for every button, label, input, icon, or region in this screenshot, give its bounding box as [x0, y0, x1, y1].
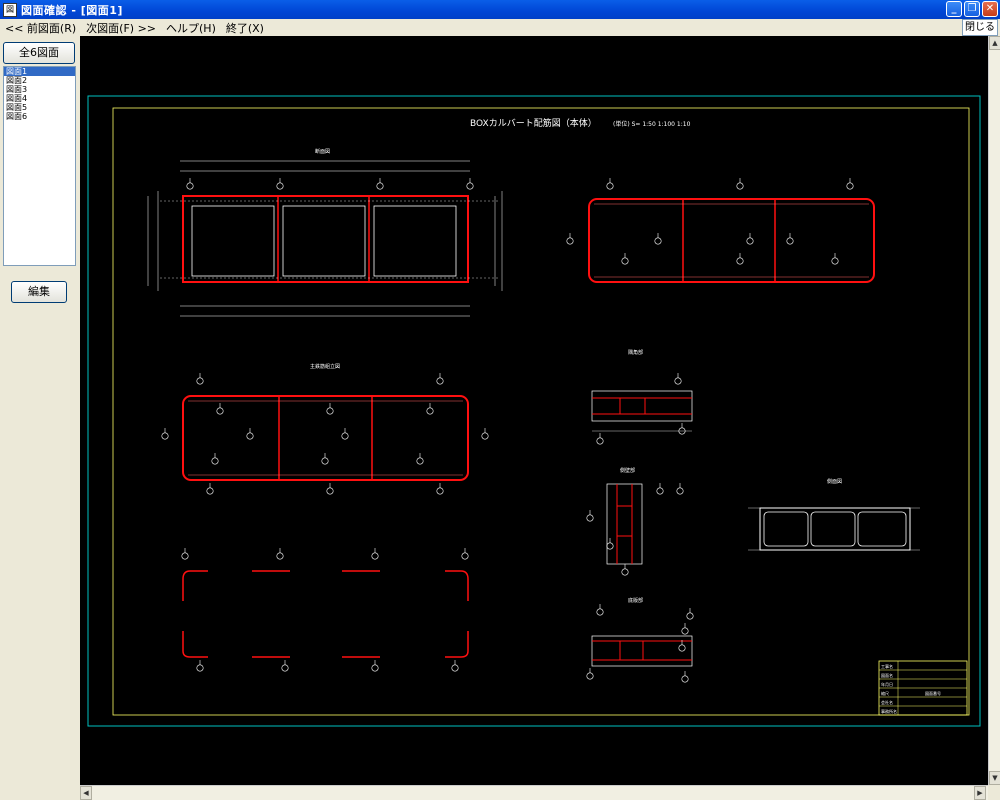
list-item[interactable]: 図面1	[4, 67, 75, 76]
detail-view-1: 隅角部	[591, 349, 693, 432]
detail-label-1: 隅角部	[628, 349, 643, 356]
detail-view-2: 側壁部	[606, 467, 643, 565]
section-view-3: 主鉄筋組立図	[182, 363, 469, 481]
title-block-row: 年月日	[881, 681, 893, 687]
menu-exit[interactable]: 終了(X)	[225, 21, 264, 35]
title-block: 工事名 図面名 年月日 縮尺 会社名 事務所名 図面番号	[878, 660, 968, 716]
all-drawings-button[interactable]: 全6図面	[3, 42, 75, 64]
title-block-ref: 図面番号	[925, 690, 941, 696]
close-button[interactable]: 閉じる	[962, 19, 998, 36]
window-title: 図面確認 - [図面1]	[21, 3, 123, 17]
section-label-1: 断面図	[315, 148, 330, 155]
restore-icon[interactable]: ❐	[964, 1, 980, 17]
menu-next-drawing[interactable]: 次図面(F) >>	[86, 21, 156, 35]
list-item[interactable]: 図面5	[6, 103, 28, 112]
list-item[interactable]: 図面4	[6, 94, 28, 103]
section-label-2: 主鉄筋組立図	[310, 363, 340, 370]
app-icon: 図	[3, 2, 17, 17]
menu-bar: << 前図面(R) 次図面(F) >> ヘルプ(H) 終了(X)	[0, 19, 1000, 36]
drawing-list[interactable]: 図面1 図面2 図面3 図面4 図面5 図面6	[3, 66, 76, 266]
scroll-corner	[988, 785, 1000, 800]
drawing-title: BOXカルバート配筋図（本体）	[470, 117, 597, 129]
scale-text: (単位) S= 1:50 1:100 1:10	[613, 120, 691, 128]
menu-prev-drawing[interactable]: << 前図面(R)	[5, 21, 77, 35]
vertical-scrollbar[interactable]: ▲ ▼	[988, 36, 1000, 785]
inner-frame	[112, 107, 970, 716]
rebar-markers	[161, 178, 854, 683]
close-icon[interactable]: ✕	[982, 1, 998, 17]
side-view: 側面図	[748, 478, 920, 551]
title-block-row: 縮尺	[881, 690, 889, 696]
section-view-4	[182, 570, 469, 658]
list-item[interactable]: 図面6	[6, 112, 28, 121]
title-block-row: 事務所名	[881, 708, 897, 714]
detail-label-2: 側壁部	[620, 467, 635, 474]
title-block-row: 図面名	[881, 672, 893, 678]
menu-help[interactable]: ヘルプ(H)	[166, 21, 216, 35]
title-bar: 図 図面確認 - [図面1] _ ❐ ✕	[0, 0, 1000, 19]
section-view-2	[588, 198, 875, 283]
section-view-1: 断面図	[147, 148, 503, 317]
scroll-left-icon[interactable]: ◀	[80, 786, 92, 800]
scroll-right-icon[interactable]: ▶	[974, 786, 986, 800]
horizontal-scrollbar[interactable]: ◀ ▶	[80, 785, 988, 800]
title-block-row: 会社名	[881, 699, 893, 705]
scroll-down-icon[interactable]: ▼	[989, 771, 1000, 785]
drawing-svg: BOXカルバート配筋図（本体） (単位) S= 1:50 1:100 1:10 …	[87, 95, 981, 727]
detail-view-3: 底版部	[591, 597, 693, 667]
side-label: 側面図	[827, 478, 842, 485]
drawing-canvas[interactable]: BOXカルバート配筋図（本体） (単位) S= 1:50 1:100 1:10 …	[80, 36, 988, 785]
outer-frame	[87, 95, 981, 727]
minimize-icon[interactable]: _	[946, 1, 962, 17]
window-controls: _ ❐ ✕	[946, 1, 998, 17]
list-item[interactable]: 図面3	[6, 85, 28, 94]
list-item[interactable]: 図面2	[6, 76, 28, 85]
left-panel: 全6図面 図面1 図面2 図面3 図面4 図面5 図面6 編集	[0, 36, 78, 800]
detail-label-3: 底版部	[628, 597, 643, 604]
title-block-row: 工事名	[881, 663, 893, 669]
edit-button[interactable]: 編集	[11, 281, 67, 303]
scroll-up-icon[interactable]: ▲	[989, 36, 1000, 50]
